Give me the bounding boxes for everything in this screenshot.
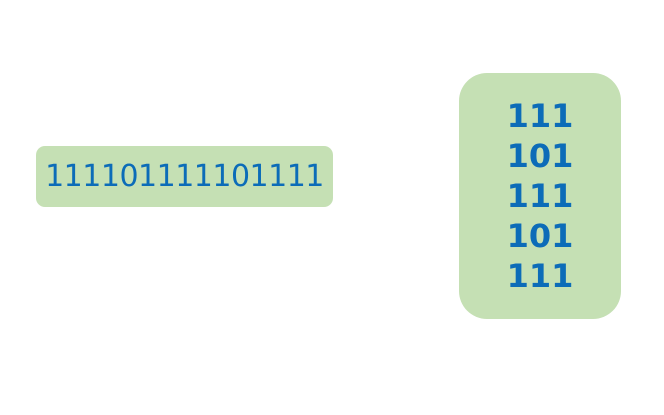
flat-sequence-box: 111101111101111 [36,146,333,207]
flat-sequence-text: 111101111101111 [45,158,324,194]
grid-row: 111 [506,97,574,135]
grid-row: 101 [506,137,574,175]
grid-row: 111 [506,177,574,215]
grid-row: 101 [506,217,574,255]
grid-sequence-box: 111 101 111 101 111 [459,73,621,319]
grid-row: 111 [506,257,574,295]
